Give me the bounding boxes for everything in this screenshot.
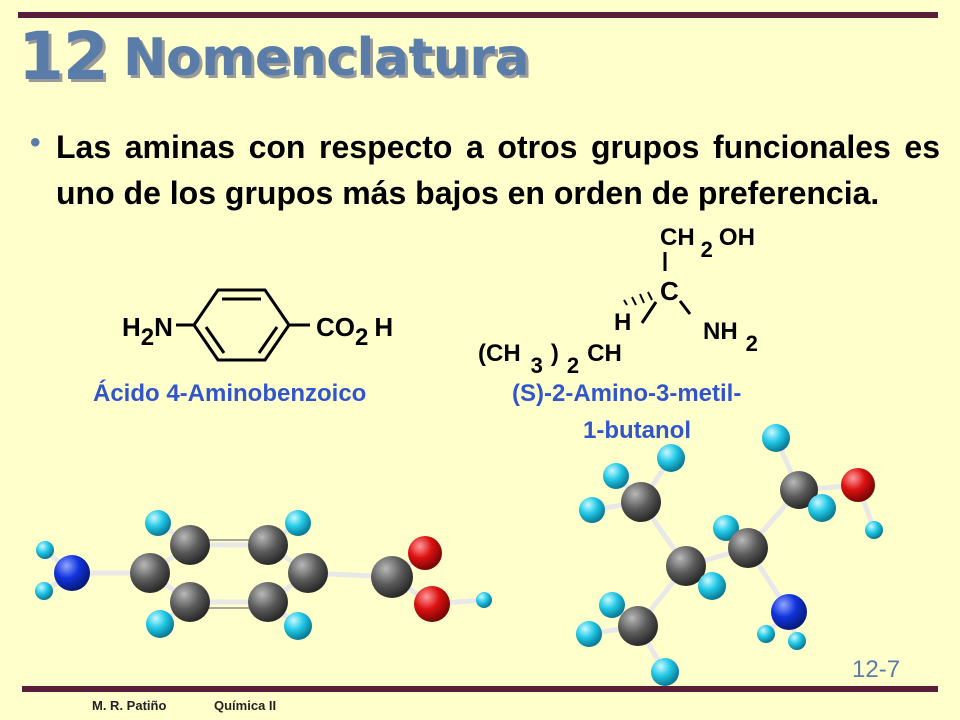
hydrogen-atom: [762, 424, 790, 452]
hydrogen-atom: [788, 632, 806, 650]
hydrogen-atom: [865, 521, 883, 539]
carbon-atom: [666, 546, 706, 586]
carbon-atom: [780, 471, 818, 509]
carbon-atom: [248, 582, 288, 622]
footer-author: M. R. Patiño: [92, 698, 167, 713]
hydrogen-atom: [284, 612, 312, 640]
stereocenter-carbon-label: C: [660, 276, 679, 306]
carbon-atom: [618, 606, 658, 646]
hydrogen-atom: [146, 610, 174, 638]
bullet-marker: •: [30, 126, 41, 159]
carbon-atom: [371, 556, 413, 598]
carbon-atom: [130, 553, 170, 593]
stereocenter-bonds: [623, 252, 692, 324]
hydrogen-atom: [36, 541, 54, 559]
bullet-text: Las aminas con respecto a otros grupos f…: [56, 129, 940, 211]
hydrogen-atom: [579, 497, 605, 523]
carbon-atom: [288, 553, 328, 593]
hydrogen-atom: [757, 625, 775, 643]
aminomethylbutanol-model: [576, 424, 883, 686]
hydrogen-atom: [35, 582, 53, 600]
page-number: 12-7: [852, 656, 901, 683]
nitrogen-atom: [771, 594, 807, 630]
molecule-2-name-line-1: (S)-2-Amino-3-metil-: [512, 380, 741, 407]
hydrogen-atom: [576, 621, 602, 647]
hydrogen-atom: [808, 494, 836, 522]
top-rule: [18, 12, 938, 18]
oxygen-atom: [408, 536, 442, 570]
carbon-atom: [170, 582, 210, 622]
benzene-ring: [176, 288, 310, 362]
hydrogen-label: H: [614, 309, 631, 336]
hydrogen-atom: [603, 463, 629, 489]
hydrogen-atom: [145, 510, 171, 536]
carbon-atom: [248, 525, 288, 565]
hydrogen-atom: [657, 444, 685, 472]
hydrogen-atom: [476, 592, 492, 608]
molecule-2-name-line-2: 1-butanol: [583, 417, 691, 444]
hydrogen-atom: [651, 658, 679, 686]
carbon-atom: [728, 528, 768, 568]
footer-course: Química II: [214, 698, 277, 713]
hydrogen-atom: [285, 510, 311, 536]
amino-group-label: H2N: [122, 312, 173, 351]
carbon-atom: [621, 482, 661, 522]
page-title: Nomenclatura: [123, 28, 530, 88]
bottom-rule: [22, 686, 938, 692]
oxygen-atom: [414, 586, 450, 622]
molecule-1-name: Ácido 4-Aminobenzoico: [93, 379, 366, 407]
carbon-atom: [170, 525, 210, 565]
hydrogen-atom: [698, 572, 726, 600]
chapter-number: 12: [18, 18, 109, 95]
aminobenzoic-acid-model: [35, 510, 492, 640]
hydrogen-atom: [599, 592, 625, 618]
oxygen-atom: [841, 468, 875, 502]
hydrogen-atom: [713, 515, 739, 541]
nitrogen-atom: [54, 555, 90, 591]
